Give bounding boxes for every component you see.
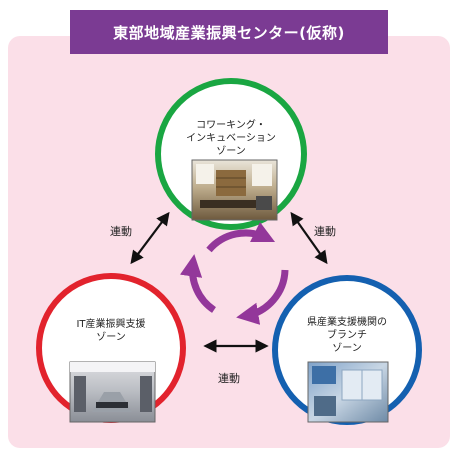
diagram-title: 東部地域産業振興センター(仮称) [113, 23, 345, 42]
zone-label-right-line-1: 県産業支援機関の [307, 317, 387, 328]
zone-label-right-line-3: ゾーン [332, 343, 362, 354]
zone-label-top-line-1: コワーキング・ [196, 120, 266, 131]
cycle-arrow-3 [179, 254, 217, 313]
zone-label-top: コワーキング・ インキュベーション ゾーン [171, 119, 291, 158]
it-zone-photo [69, 361, 156, 423]
link-label-top-right: 連動 [314, 225, 336, 238]
cycle-arrow-1 [206, 221, 276, 253]
link-label-bottom: 連動 [218, 372, 240, 385]
zone-label-left: IT産業振興支援 ゾーン [56, 318, 166, 344]
link-label-top-left: 連動 [110, 225, 132, 238]
title-banner: 東部地域産業振興センター(仮称) [70, 10, 388, 54]
link-arrow-top-left [130, 211, 170, 265]
zone-label-right: 県産業支援機関の ブランチ ゾーン [287, 316, 407, 355]
branch-zone-photo [307, 361, 389, 423]
zone-label-left-line-2: ゾーン [96, 332, 126, 343]
cycle-arrow-2 [236, 269, 289, 325]
zone-label-top-line-3: ゾーン [216, 146, 246, 157]
link-arrow-top-right [290, 211, 328, 265]
coworking-photo [191, 159, 278, 221]
zone-label-right-line-2: ブランチ [327, 330, 367, 341]
zone-label-left-line-1: IT産業振興支援 [76, 319, 146, 330]
zone-label-top-line-2: インキュベーション [186, 133, 276, 144]
